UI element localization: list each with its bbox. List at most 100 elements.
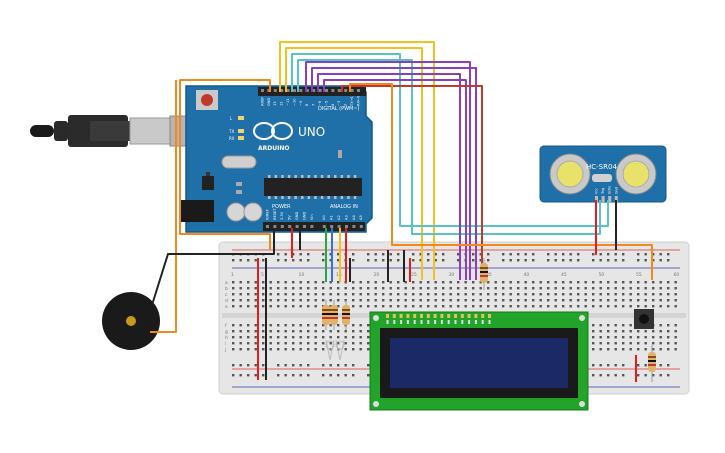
led-1[interactable] xyxy=(325,339,335,361)
breadboard-hole[interactable] xyxy=(659,336,662,339)
breadboard-hole[interactable] xyxy=(299,330,302,333)
breadboard-hole[interactable] xyxy=(412,299,415,302)
breadboard-hole[interactable] xyxy=(337,287,340,290)
breadboard-hole[interactable] xyxy=(292,348,295,351)
digital-pin[interactable] xyxy=(273,89,277,92)
breadboard-hole[interactable] xyxy=(479,259,482,262)
breadboard-hole[interactable] xyxy=(277,253,280,256)
header-pin[interactable] xyxy=(295,225,299,228)
wire-red-pin[interactable] xyxy=(341,85,483,265)
breadboard-hole[interactable] xyxy=(494,305,497,308)
breadboard-hole[interactable] xyxy=(607,336,610,339)
breadboard-hole[interactable] xyxy=(607,324,610,327)
breadboard-hole[interactable] xyxy=(374,299,377,302)
breadboard-hole[interactable] xyxy=(352,342,355,345)
breadboard-hole[interactable] xyxy=(599,336,602,339)
lcd-pin[interactable] xyxy=(467,314,471,318)
breadboard-hole[interactable] xyxy=(562,287,565,290)
breadboard-hole[interactable] xyxy=(397,259,400,262)
breadboard-hole[interactable] xyxy=(307,324,310,327)
breadboard-hole[interactable] xyxy=(524,305,527,308)
breadboard-hole[interactable] xyxy=(344,287,347,290)
breadboard-hole[interactable] xyxy=(322,374,325,377)
breadboard-hole[interactable] xyxy=(389,293,392,296)
breadboard-hole[interactable] xyxy=(539,305,542,308)
breadboard-hole[interactable] xyxy=(637,364,640,367)
breadboard-hole[interactable] xyxy=(269,281,272,284)
breadboard-hole[interactable] xyxy=(352,299,355,302)
breadboard-hole[interactable] xyxy=(614,305,617,308)
breadboard-hole[interactable] xyxy=(307,348,310,351)
breadboard-hole[interactable] xyxy=(367,364,370,367)
breadboard-hole[interactable] xyxy=(629,281,632,284)
breadboard-hole[interactable] xyxy=(449,299,452,302)
breadboard-hole[interactable] xyxy=(397,253,400,256)
digital-pin[interactable] xyxy=(331,89,335,92)
breadboard-hole[interactable] xyxy=(412,253,415,256)
breadboard-hole[interactable] xyxy=(667,259,670,262)
breadboard-hole[interactable] xyxy=(457,287,460,290)
breadboard-hole[interactable] xyxy=(277,299,280,302)
breadboard-hole[interactable] xyxy=(314,287,317,290)
breadboard-hole[interactable] xyxy=(562,299,565,302)
breadboard-hole[interactable] xyxy=(592,324,595,327)
breadboard-hole[interactable] xyxy=(389,281,392,284)
breadboard-hole[interactable] xyxy=(547,293,550,296)
breadboard-hole[interactable] xyxy=(374,305,377,308)
breadboard-hole[interactable] xyxy=(329,324,332,327)
breadboard-hole[interactable] xyxy=(397,281,400,284)
breadboard-hole[interactable] xyxy=(232,364,235,367)
breadboard-hole[interactable] xyxy=(644,299,647,302)
breadboard-hole[interactable] xyxy=(532,299,535,302)
breadboard-hole[interactable] xyxy=(262,364,265,367)
breadboard-hole[interactable] xyxy=(247,330,250,333)
breadboard-hole[interactable] xyxy=(637,259,640,262)
breadboard-hole[interactable] xyxy=(367,253,370,256)
breadboard-hole[interactable] xyxy=(487,287,490,290)
breadboard-hole[interactable] xyxy=(599,293,602,296)
breadboard-hole[interactable] xyxy=(329,342,332,345)
breadboard-hole[interactable] xyxy=(277,336,280,339)
breadboard-hole[interactable] xyxy=(614,364,617,367)
breadboard-hole[interactable] xyxy=(254,281,257,284)
breadboard-hole[interactable] xyxy=(644,305,647,308)
lcd-pin[interactable] xyxy=(481,314,485,318)
breadboard-hole[interactable] xyxy=(622,324,625,327)
breadboard-hole[interactable] xyxy=(502,287,505,290)
breadboard-hole[interactable] xyxy=(337,374,340,377)
breadboard-hole[interactable] xyxy=(614,287,617,290)
breadboard-hole[interactable] xyxy=(652,348,655,351)
breadboard-hole[interactable] xyxy=(637,293,640,296)
breadboard-hole[interactable] xyxy=(532,293,535,296)
breadboard-hole[interactable] xyxy=(667,374,670,377)
breadboard-hole[interactable] xyxy=(569,305,572,308)
breadboard-hole[interactable] xyxy=(277,305,280,308)
breadboard-hole[interactable] xyxy=(667,336,670,339)
breadboard-hole[interactable] xyxy=(652,287,655,290)
breadboard-hole[interactable] xyxy=(674,348,677,351)
breadboard-hole[interactable] xyxy=(607,374,610,377)
breadboard-hole[interactable] xyxy=(412,259,415,262)
breadboard-hole[interactable] xyxy=(622,299,625,302)
breadboard-hole[interactable] xyxy=(359,342,362,345)
breadboard-hole[interactable] xyxy=(262,293,265,296)
resistor-1[interactable] xyxy=(322,300,330,330)
breadboard-hole[interactable] xyxy=(659,305,662,308)
breadboard-hole[interactable] xyxy=(652,281,655,284)
breadboard-hole[interactable] xyxy=(232,287,235,290)
breadboard-hole[interactable] xyxy=(637,330,640,333)
breadboard-hole[interactable] xyxy=(599,287,602,290)
lcd-pin[interactable] xyxy=(454,314,457,318)
digital-pin[interactable] xyxy=(261,89,264,92)
breadboard-hole[interactable] xyxy=(292,293,295,296)
breadboard-hole[interactable] xyxy=(479,305,482,308)
breadboard-hole[interactable] xyxy=(502,253,505,256)
breadboard-hole[interactable] xyxy=(592,342,595,345)
breadboard-hole[interactable] xyxy=(374,253,377,256)
breadboard-hole[interactable] xyxy=(374,281,377,284)
breadboard-hole[interactable] xyxy=(524,281,527,284)
wire-yellow-1[interactable] xyxy=(279,41,435,280)
breadboard-hole[interactable] xyxy=(547,299,550,302)
breadboard-hole[interactable] xyxy=(262,281,265,284)
breadboard-hole[interactable] xyxy=(667,330,670,333)
